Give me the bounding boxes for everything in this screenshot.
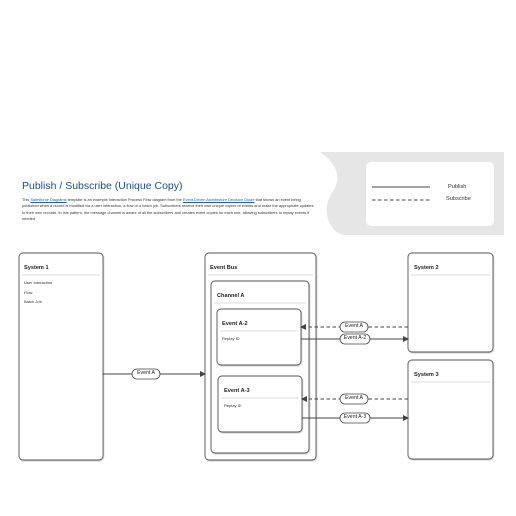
connector-label-subscribe-a3: Event A xyxy=(345,395,363,401)
system1-box xyxy=(18,252,104,461)
event-a2-title: Event A-2 xyxy=(222,321,248,327)
system1-line-user-interaction: User Interaction xyxy=(24,280,53,285)
salesforce-diagrams-link[interactable]: Salesforce Diagrams xyxy=(30,197,67,202)
connector-label-publish-system1: Event A xyxy=(137,370,155,376)
event-a3-title: Event A-3 xyxy=(224,388,250,394)
connector-label-publish-a3: Event A-3 xyxy=(343,414,367,420)
event-bus-title: Event Bus xyxy=(210,265,238,271)
pill-event-a-system1 xyxy=(131,368,161,380)
decision-guide-link[interactable]: Event-Driven Architecture Decision Guide xyxy=(182,197,255,202)
legend-panel xyxy=(366,162,494,226)
pill-subscribe-a3 xyxy=(339,393,369,405)
event-a3-box xyxy=(217,375,303,433)
connector-label-publish-a2: Event A-2 xyxy=(343,335,367,341)
system1-line-flow: Flow xyxy=(24,290,33,295)
connector-label-subscribe-a2: Event A xyxy=(345,323,363,329)
pill-subscribe-a2 xyxy=(339,321,369,333)
page-title: Publish / Subscribe (Unique Copy) xyxy=(22,180,183,192)
pill-publish-a3 xyxy=(339,412,371,424)
description-text-1: This xyxy=(22,197,31,202)
description-text-3: that shows an event being published when… xyxy=(22,197,314,221)
system2-title: System 2 xyxy=(414,265,439,271)
pill-publish-a2 xyxy=(339,333,371,345)
legend-subscribe-label: Subscribe xyxy=(446,196,471,202)
system3-title: System 3 xyxy=(414,372,439,378)
system1-title: System 1 xyxy=(24,265,49,271)
page-description: This Salesforce Diagrams template is an … xyxy=(22,197,317,222)
event-a2-replay-id: Replay ID xyxy=(222,336,240,341)
legend-publish-label: Publish xyxy=(448,184,467,190)
system3-box xyxy=(407,359,494,460)
event-a3-replay-id: Replay ID xyxy=(224,403,242,408)
channel-a-title: Channel A xyxy=(217,293,245,299)
system1-line-batch-job: Batch Job xyxy=(24,299,42,304)
system2-box xyxy=(407,252,494,353)
event-a2-box xyxy=(216,308,302,366)
description-text-2: template is an example Interaction Proce… xyxy=(66,197,183,202)
